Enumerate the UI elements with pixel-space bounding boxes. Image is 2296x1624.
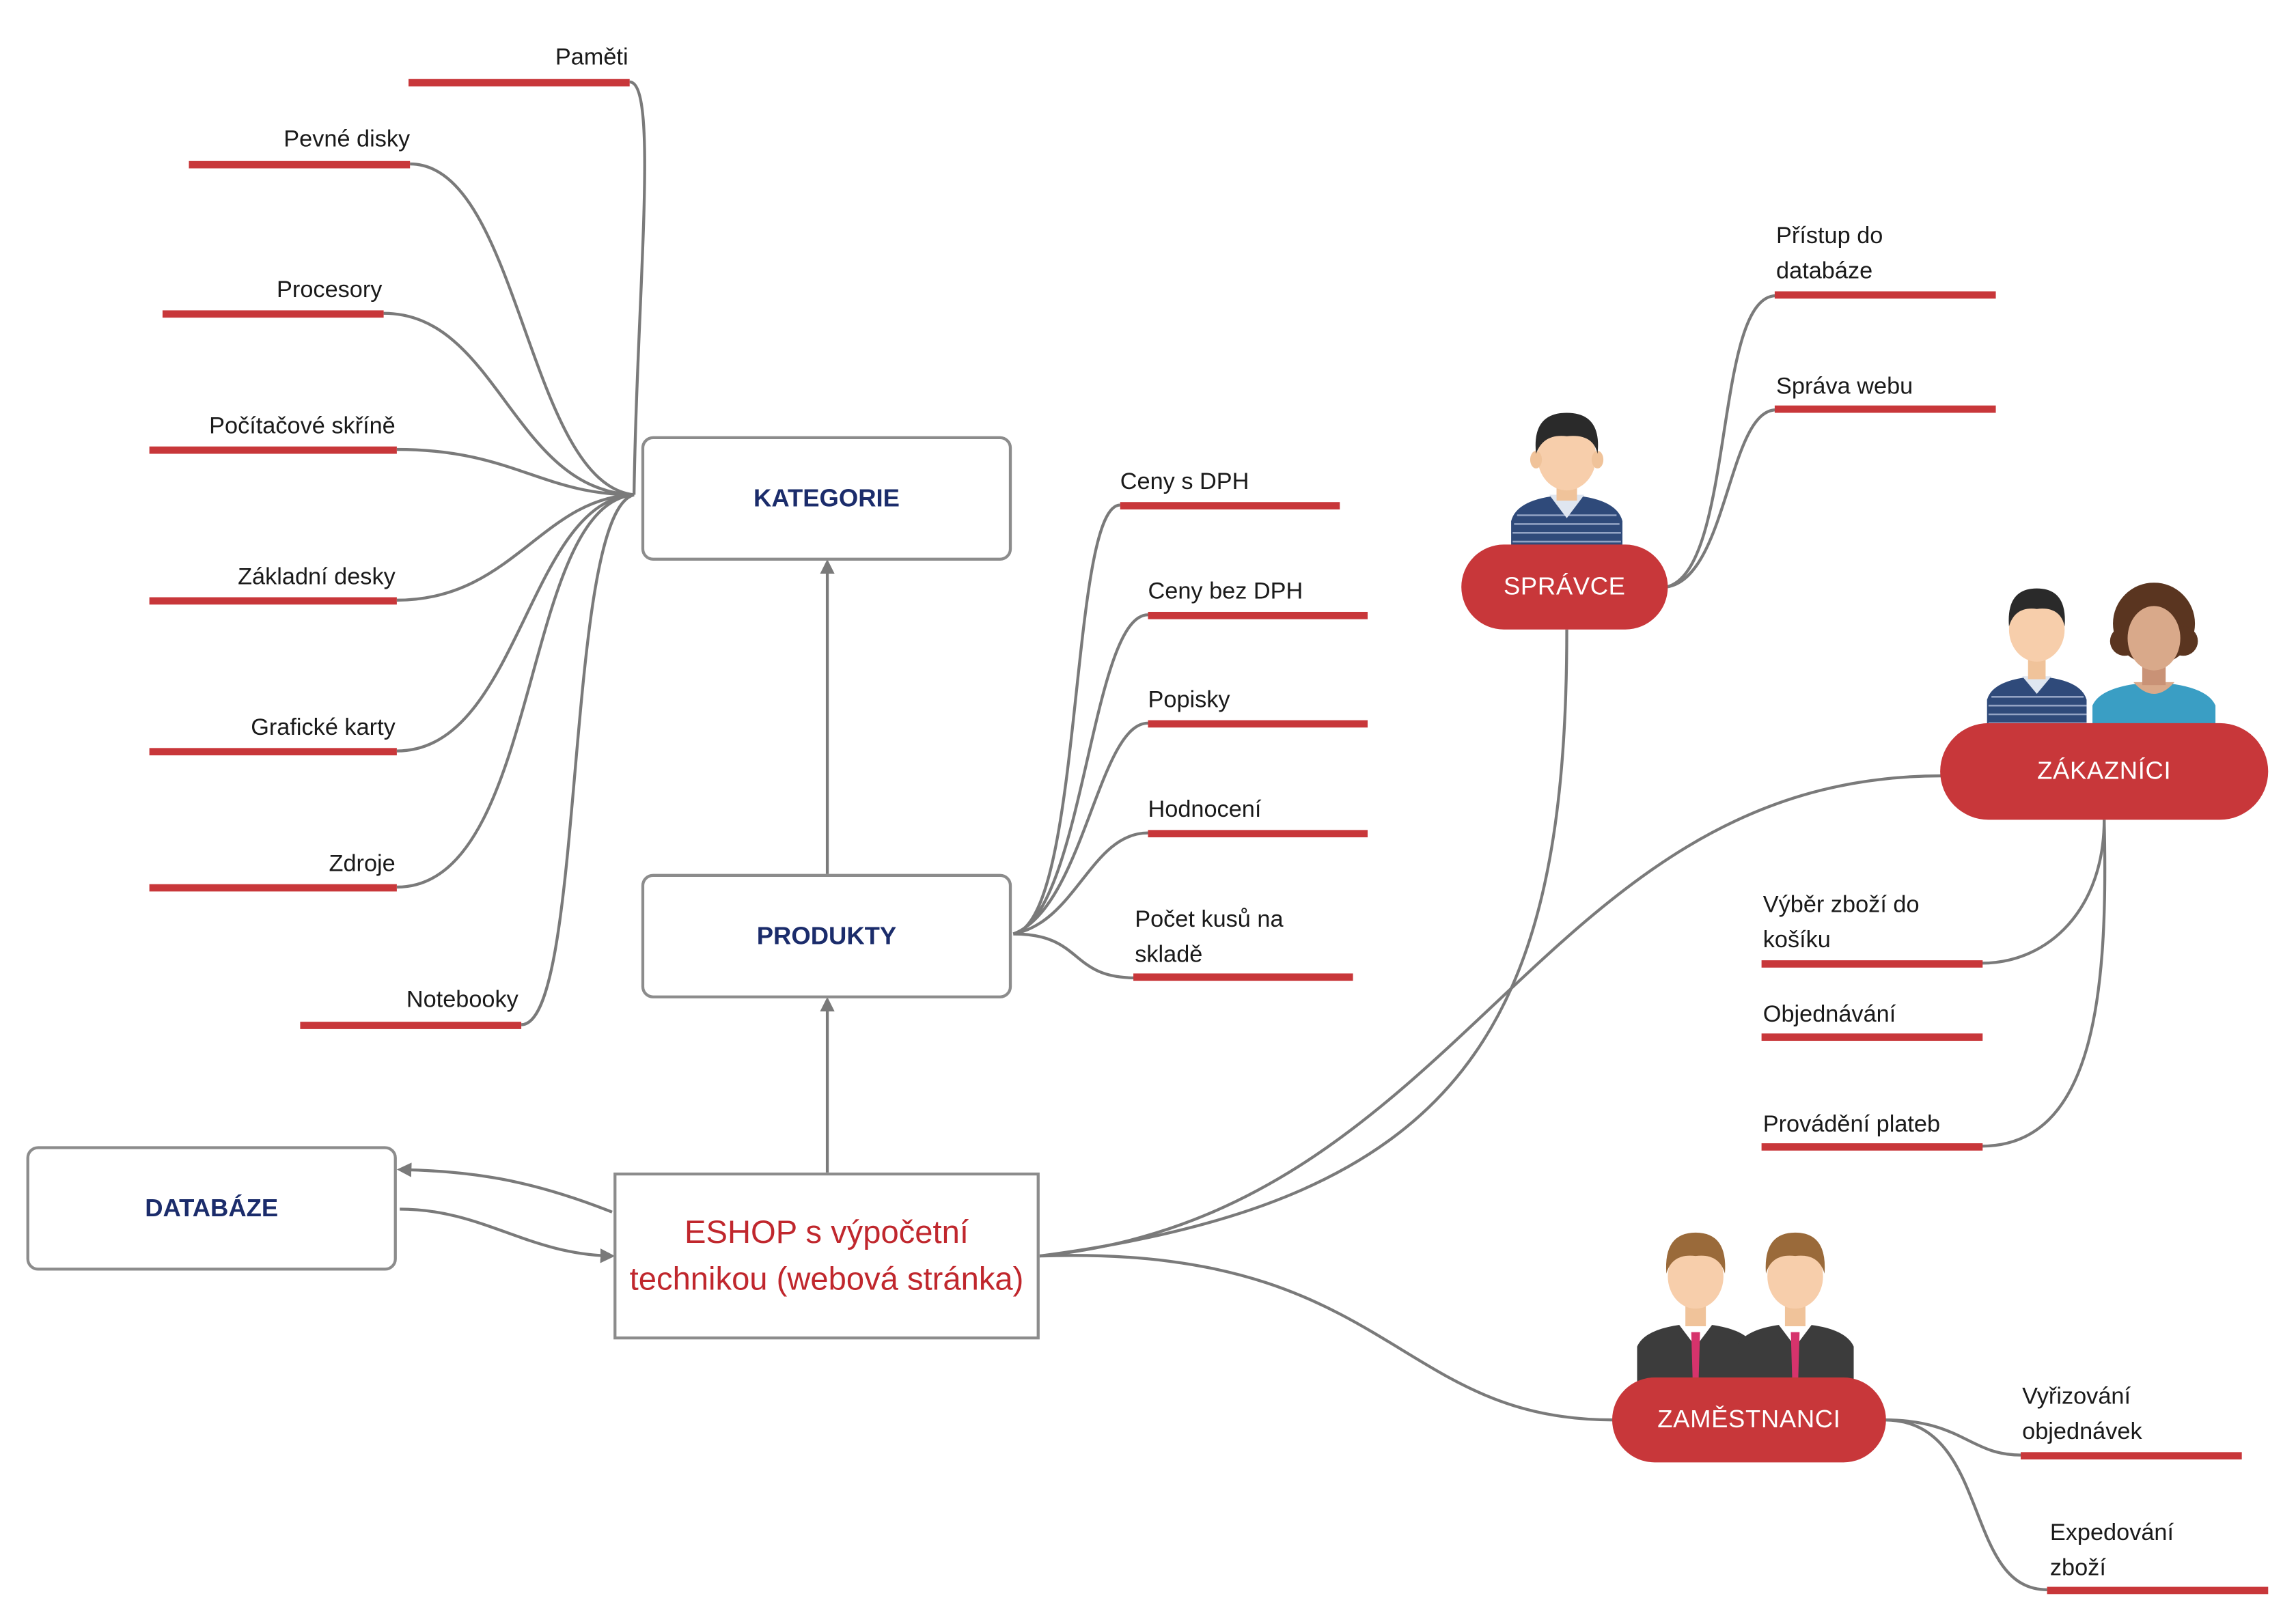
category-label: Pevné disky: [283, 127, 411, 152]
category-underline: [149, 597, 397, 605]
arrow-to-eshop: [400, 1207, 616, 1263]
spravce-item-label: Přístup do: [1776, 223, 1883, 249]
product-attr-label: Hodnocení: [1148, 798, 1262, 823]
link-vyrizovani: [1884, 1418, 2021, 1457]
product-attr-label: Počet kusů na: [1135, 907, 1284, 933]
category-underline: [149, 446, 397, 454]
product-attr-label: Ceny s DPH: [1120, 470, 1249, 495]
link-zamestnanci: [1039, 1254, 1614, 1422]
category-underline: [149, 884, 397, 892]
zakaznici-item-label-line2: košíku: [1762, 927, 1831, 953]
link-platby: [1981, 820, 2107, 1148]
link-hodnoceni: [1012, 831, 1148, 936]
link-vyber: [1981, 820, 2106, 965]
link-zdroje: [396, 493, 635, 889]
link-popisky: [1012, 721, 1148, 936]
central-topic-line1: ESHOP s výpočetní: [684, 1213, 969, 1250]
spravce-item-underline: [1774, 291, 1996, 299]
link-procesory: [383, 311, 635, 496]
link-expedovani: [1884, 1418, 2047, 1591]
category-label: Paměti: [555, 45, 628, 70]
category-underline: [162, 310, 384, 318]
zamestnanci-item-label-line2: objednávek: [2022, 1420, 2142, 1445]
product-attr-underline: [1120, 502, 1340, 509]
link-spravce: [1039, 629, 1568, 1258]
product-attr-label: Ceny bez DPH: [1148, 579, 1303, 605]
category-label: Grafické karty: [251, 716, 396, 741]
product-attr-underline: [1148, 720, 1368, 728]
link-graficke-karty: [396, 493, 635, 753]
product-attr-underline: [1133, 973, 1353, 981]
zamestnanci-node[interactable]: ZAMĚSTNANCI: [1612, 1377, 1886, 1463]
product-attr-underline: [1148, 830, 1368, 838]
link-zakladni-desky: [396, 493, 635, 602]
link-pevne-disky: [410, 162, 635, 496]
zamestnanci-item-label-line2: zboží: [2049, 1556, 2106, 1581]
spravce-node[interactable]: SPRÁVCE: [1461, 544, 1668, 630]
category-label: Základní desky: [238, 565, 396, 590]
zamestnanci-item-underline: [2021, 1452, 2242, 1460]
category-underline: [189, 160, 411, 169]
zamestnanci-item-label: Vyřizování: [2022, 1384, 2131, 1410]
zakaznici-node[interactable]: ZÁKAZNÍCI: [1940, 723, 2269, 820]
link-skrine: [396, 447, 635, 496]
arrow-to-databaze: [396, 1162, 613, 1214]
category-label: Notebooky: [406, 988, 518, 1013]
product-attr-underline: [1148, 611, 1368, 619]
produkty-box[interactable]: PRODUKTY: [641, 873, 1012, 998]
category-label: Zdroje: [329, 852, 396, 877]
zakaznici-item-underline: [1761, 1033, 1983, 1041]
link-ceny-s-dph: [1012, 503, 1121, 936]
zamestnanci-item-underline: [2047, 1586, 2269, 1595]
category-underline: [409, 79, 630, 87]
link-notebooky: [521, 493, 635, 1026]
link-pameti: [629, 80, 646, 495]
central-topic[interactable]: ESHOP s výpočetní technikou (webová strá…: [613, 1172, 1040, 1340]
zakaznici-item-label: Provádění plateb: [1762, 1112, 1941, 1138]
admin-person-icon: [1511, 412, 1622, 557]
customers-group-icon: [1987, 583, 2216, 729]
category-label: Počítačové skříně: [209, 414, 396, 440]
employees-group-icon: [1637, 1232, 1854, 1382]
zakaznici-item-underline: [1761, 1143, 1983, 1151]
link-sprava-webu: [1665, 408, 1777, 589]
link-pocet-kusu: [1013, 932, 1135, 979]
spravce-item-underline: [1774, 405, 1996, 413]
central-topic-line2: technikou (webová stránka): [629, 1260, 1024, 1298]
zakaznici-item-underline: [1761, 960, 1983, 968]
product-attr-label-line2: skladě: [1135, 942, 1203, 968]
category-underline: [300, 1022, 522, 1029]
zakaznici-item-label: Výběr zboží do: [1762, 893, 1920, 918]
link-pristup: [1665, 294, 1777, 589]
kategorie-box[interactable]: KATEGORIE: [641, 436, 1012, 561]
spravce-item-label: Správa webu: [1776, 374, 1913, 400]
link-zakaznici: [1039, 774, 1942, 1258]
spravce-item-label-line2: databáze: [1776, 259, 1873, 284]
category-label: Procesory: [277, 278, 383, 303]
product-attr-label: Popisky: [1148, 688, 1230, 713]
zakaznici-item-label: Objednávání: [1762, 1003, 1896, 1028]
link-ceny-bez-dph: [1012, 613, 1148, 936]
zamestnanci-item-label: Expedování: [2049, 1521, 2174, 1546]
databaze-box[interactable]: DATABÁZE: [26, 1146, 397, 1271]
category-underline: [149, 748, 397, 756]
